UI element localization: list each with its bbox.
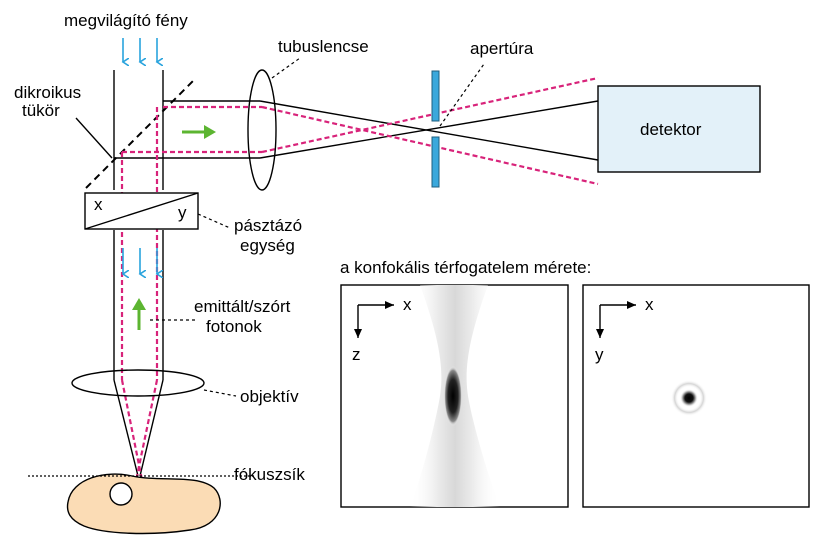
- illumination-label: megvilágító fény: [64, 11, 188, 30]
- tube-lens-leader: [271, 57, 301, 79]
- detection-beam: [114, 100, 599, 161]
- detector-box: [597, 85, 761, 173]
- specimen: [66, 473, 221, 535]
- dichroic-mirror: [85, 77, 197, 189]
- scan-unit-x: x: [94, 195, 103, 214]
- panel-xy-axis-y: y: [595, 345, 604, 364]
- detector-label: detektor: [640, 120, 702, 139]
- panel-xy-axis-x: x: [645, 295, 654, 314]
- panel-xz: x z: [340, 284, 569, 508]
- panel-xz-axis-z: z: [352, 345, 361, 364]
- emitted-light-path: [120, 76, 599, 501]
- tube-lens: [247, 69, 277, 191]
- objective-leader: [203, 389, 237, 397]
- emission-arrow-horizontal: [182, 125, 216, 139]
- scan-unit-leader: [197, 213, 231, 229]
- aperture-bottom: [431, 136, 440, 188]
- aperture-label: apertúra: [470, 39, 534, 58]
- illumination-beam: [113, 70, 164, 477]
- panel-xz-axis-x: x: [403, 295, 412, 314]
- aperture-top: [431, 70, 440, 122]
- confocal-title: a konfokális térfogatelem mérete:: [340, 258, 591, 277]
- scan-unit-y: y: [178, 203, 187, 222]
- emitted-label-line2: fotonok: [206, 317, 262, 336]
- scan-unit-label-line2: egység: [240, 236, 295, 255]
- scan-unit-diagonal: [84, 192, 199, 230]
- tube-lens-label: tubuslencse: [278, 37, 369, 56]
- illumination-arrows: [123, 38, 157, 62]
- aperture-leader: [439, 63, 485, 127]
- emitted-label-line1: emittált/szórt: [194, 297, 291, 316]
- objective-lens: [71, 369, 205, 397]
- scan-unit-label-line1: pásztázó: [234, 216, 302, 235]
- panel-xy: x y: [582, 284, 810, 508]
- dichroic-label-line1: dikroikus: [14, 83, 81, 102]
- emission-arrow-vertical: [132, 298, 146, 330]
- focal-plane-label: fókuszsík: [234, 465, 305, 484]
- dichroic-label-line2: tükör: [22, 101, 60, 120]
- dichroic-leader: [75, 117, 113, 159]
- illumination-arrows-lower: [123, 248, 157, 274]
- objective-label: objektív: [240, 387, 299, 406]
- specimen-nucleus: [109, 482, 133, 506]
